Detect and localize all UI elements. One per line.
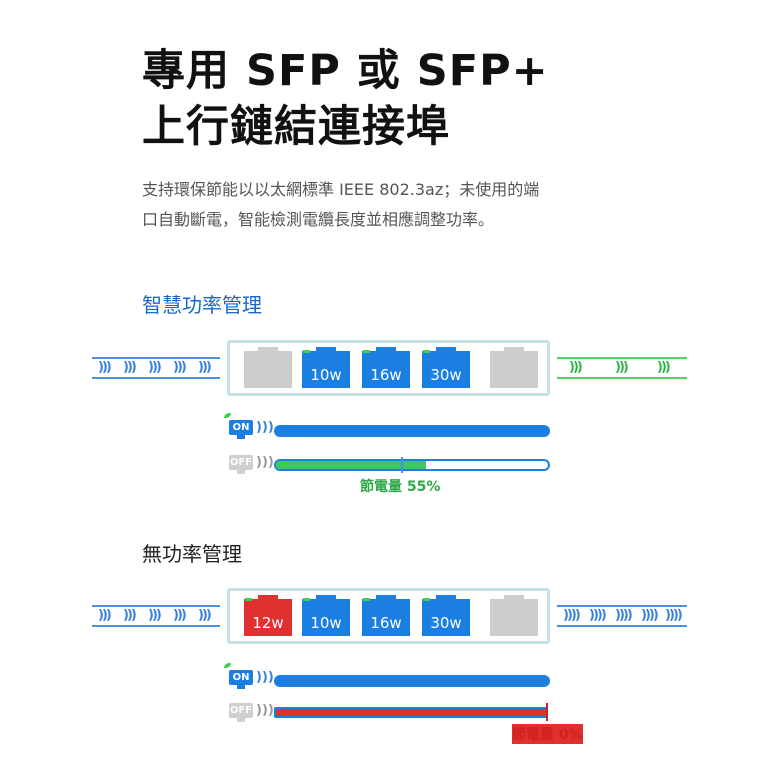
no-left-wave-strip: ))) ))) ))) ))) ))) [92,605,220,627]
signal-wave-icon: )))) [641,608,659,623]
no-off-power-bar [274,707,548,718]
port-led-icon [363,598,370,601]
signal-wave-icon: ))) [256,670,274,685]
signal-wave-icon: ))) [256,455,274,470]
off-monitor-icon: OFF [229,703,253,722]
power-saving-fill [276,461,426,469]
smart-left-wave-strip: ))) ))) ))) ))) ))) [92,357,220,379]
signal-wave-icon: ))) [256,420,274,435]
power-saving-label: 節電量 55% [360,479,441,495]
signal-wave-icon: ))) [615,360,629,375]
smart-on-power-bar [274,425,550,437]
leaf-icon [224,413,231,418]
signal-wave-icon: ))) [98,608,112,623]
signal-wave-icon: ))) [173,608,187,623]
port-12w: 12w [244,595,292,636]
signal-wave-icon: ))) [256,703,274,718]
on-monitor-icon: ON [229,420,253,439]
smart-off-power-bar [274,459,550,471]
port-inactive [490,595,538,636]
no-power-title: 無功率管理 [142,542,242,566]
signal-wave-icon: ))) [198,608,212,623]
description-line-1: 支持環保節能以以太網標準 IEEE 802.3az；未使用的端 [142,180,540,199]
port-16w: 16w [362,595,410,636]
port-30w: 30w [422,347,470,388]
no-right-wave-strip: )))) )))) )))) )))) )))) [557,605,687,627]
off-monitor-icon: OFF [229,455,253,474]
description-line-2: 口自動斷電，智能檢測電纜長度並相應調整功率。 [142,210,495,229]
signal-wave-icon: ))) [173,360,187,375]
signal-wave-icon: ))) [123,360,137,375]
signal-wave-icon: ))) [198,360,212,375]
signal-wave-icon: ))) [98,360,112,375]
port-10w: 10w [302,347,350,388]
headline-line-2: 上行鏈結連接埠 [142,102,450,152]
saving-marker [401,457,403,473]
smart-power-title: 智慧功率管理 [142,293,262,317]
headline-line-1: 專用 SFP 或 SFP+ [142,46,549,96]
port-16w: 16w [362,347,410,388]
port-led-icon [423,598,430,601]
signal-wave-icon: ))) [148,360,162,375]
saving-marker [546,703,548,721]
port-led-icon [423,350,430,353]
port-inactive [244,347,292,388]
port-led-icon [245,598,252,601]
no-switch-panel: 12w 10w 16w 30w [227,588,550,644]
on-monitor-icon: ON [229,670,253,689]
port-inactive [490,347,538,388]
signal-wave-icon: ))) [569,360,583,375]
port-led-icon [363,350,370,353]
smart-switch-panel: 10w 16w 30w [227,340,550,396]
port-10w: 10w [302,595,350,636]
signal-wave-icon: ))) [123,608,137,623]
power-saving-label: 節電量 0% [512,724,583,744]
signal-wave-icon: )))) [615,608,633,623]
port-led-icon [303,598,310,601]
no-on-power-bar [274,675,550,687]
signal-wave-icon: )))) [563,608,581,623]
port-led-icon [303,350,310,353]
signal-wave-icon: )))) [665,608,683,623]
signal-wave-icon: )))) [589,608,607,623]
signal-wave-icon: ))) [148,608,162,623]
port-30w: 30w [422,595,470,636]
smart-right-wave-strip: ))) ))) ))) [557,357,687,379]
signal-wave-icon: ))) [657,360,671,375]
leaf-icon [224,663,231,668]
